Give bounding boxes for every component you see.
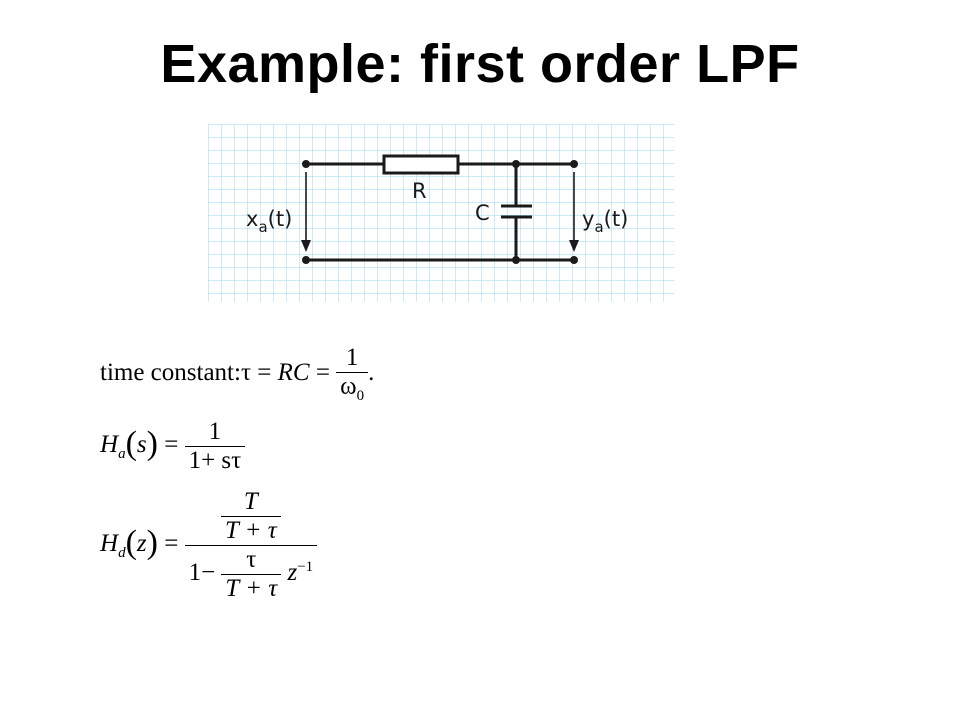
rc-product: RC [277, 359, 310, 387]
output-signal-label: ya(t) [582, 207, 628, 236]
node-bottom-mid [512, 256, 520, 264]
slide-title: Example: first order LPF [160, 34, 800, 94]
ha-fraction: 1 1+ sτ [184, 418, 246, 475]
node-top-left [302, 160, 310, 168]
time-constant-equation: time constant:τ = RC = 1 ω0 . [100, 344, 375, 405]
node-bottom-right [570, 256, 578, 264]
grid-lines [208, 124, 674, 302]
input-arrow-head [301, 240, 311, 252]
hd-main-fraction: T T + τ 1− τ T + τ z−1 [184, 488, 318, 603]
resistor-symbol [382, 154, 460, 175]
hd-transfer-function: Hd(z) = T T + τ 1− τ T + τ z−1 [100, 488, 318, 603]
hd-numerator-fraction: T T + τ [220, 488, 281, 545]
hd-denominator-fraction: τ T + τ [221, 546, 282, 603]
time-constant-prefix: time constant: [100, 359, 241, 387]
node-top-right [570, 160, 578, 168]
input-signal-label: xa(t) [246, 207, 292, 236]
resistor-label: R [412, 179, 427, 203]
capacitor-label: C [475, 201, 490, 225]
inverse-omega-fraction: 1 ω0 [336, 344, 369, 405]
node-top-mid [512, 160, 520, 168]
rc-circuit-diagram: R C xa(t) ya(t) [208, 124, 674, 302]
ha-transfer-function: Ha(s) = 1 1+ sτ [100, 418, 246, 475]
output-arrow-head [569, 240, 579, 252]
tau-symbol: τ [240, 359, 251, 387]
node-bottom-left [302, 256, 310, 264]
